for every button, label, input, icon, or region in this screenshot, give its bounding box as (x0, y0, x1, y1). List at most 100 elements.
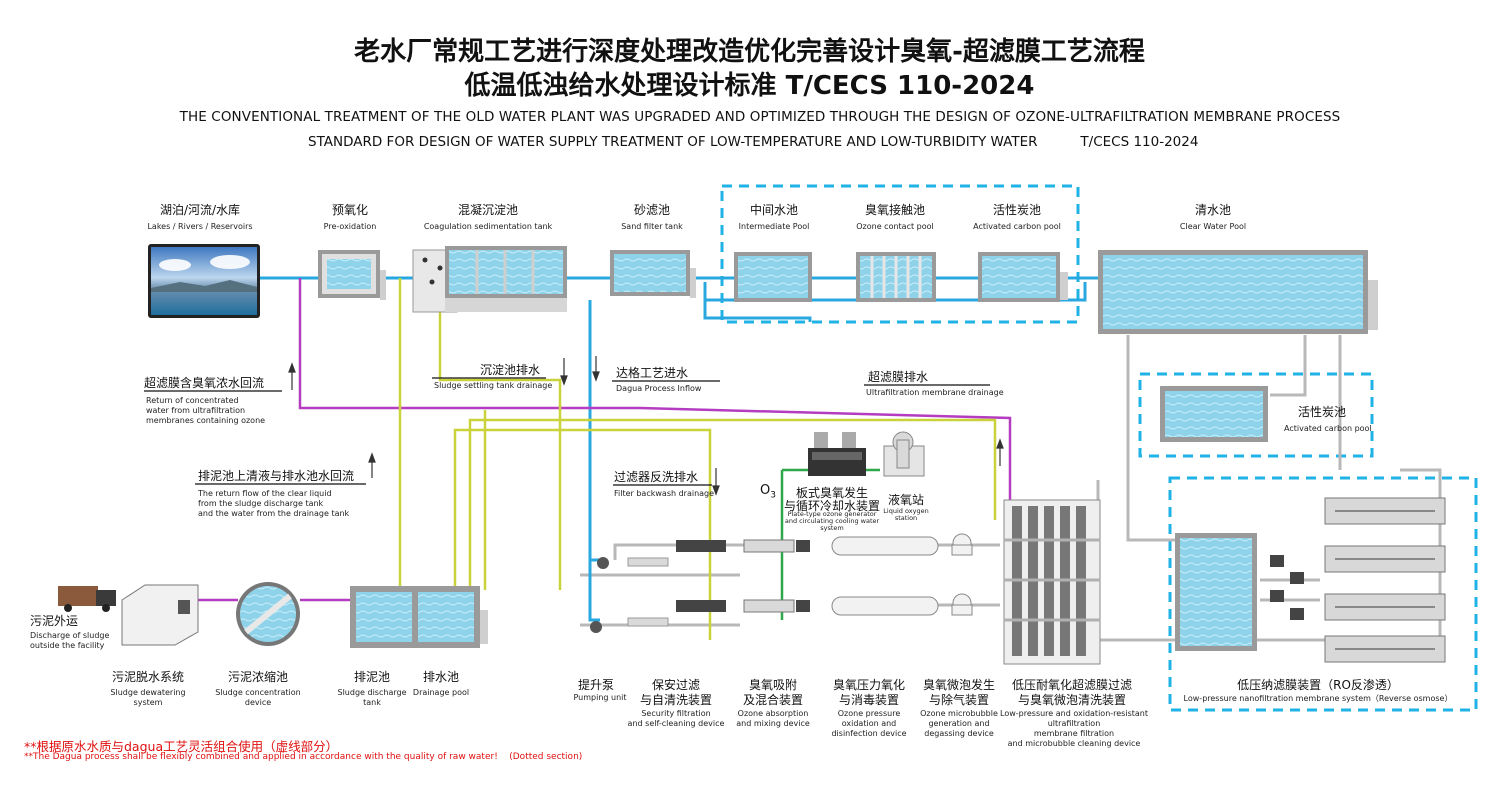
flow-uf-return-en-3: membranes containing ozone (146, 416, 266, 425)
coagulation-tank (412, 246, 567, 313)
flow-settle-drain-en: Sludge settling tank drainage (434, 381, 553, 390)
bottom-label-4-zh: 排水池 (422, 670, 460, 684)
flow-clear-return-en-1: The return flow of the clear liquid (198, 489, 332, 498)
flow-dagua-inflow-en: Dagua Process Inflow (616, 384, 702, 393)
flow-uf-drain-en: Ultrafiltration membrane drainage (866, 388, 1004, 397)
bottom-label-8-en-2: oxidation and (841, 719, 897, 728)
side-carbon-en: Activated carbon pool (1284, 424, 1372, 433)
label-coag-zh: 混凝沉淀池 (457, 203, 519, 217)
title-en-1: THE CONVENTIONAL TREATMENT OF THE OLD WA… (179, 109, 1341, 125)
flow-dagua-inflow-zh: 达格工艺进水 (616, 366, 689, 380)
label-preox-en: Pre-oxidation (323, 222, 377, 231)
bottom-label-6-zh: 保安过滤 与自清洗装置 (639, 678, 713, 707)
bottom-label-0-zh: 污泥外运 (30, 614, 79, 628)
bottom-label-9-zh: 臭氧微泡发生 与除气装置 (922, 678, 996, 707)
label-carbon-zh: 活性炭池 (992, 203, 1042, 217)
bottom-label-10-zh: 低压耐氧化超滤膜过滤 与臭氧微泡清洗装置 (1011, 678, 1133, 707)
label-coag-en: Coagulation sedimentation tank (423, 222, 553, 231)
ozone-gen-en-3: system (820, 524, 844, 532)
flow-clear-return-zh: 排泥池上清液与排水池水回流 (198, 469, 355, 483)
bottom-label-2-en-2: device (244, 698, 272, 707)
label-intermediate-en: Intermediate Pool (738, 222, 810, 231)
label-sand-en: Sand filter tank (621, 222, 683, 231)
bottom-label-10-en-1: Low-pressure and oxidation-resistant (1000, 709, 1148, 718)
ozone-gen-en-2: and circulating cooling water (784, 517, 880, 525)
flow-settle-drain-zh: 沉淀池排水 (480, 363, 541, 377)
title-en-2: STANDARD FOR DESIGN OF WATER SUPPLY TREA… (308, 134, 1199, 150)
bottom-label-5-en-1: Pumping unit (573, 693, 627, 702)
note-en: **The Dagua process shall be flexibly co… (24, 752, 583, 762)
bottom-label-8-zh: 臭氧压力氧化 与消毒装置 (832, 678, 906, 707)
bottom-label-1-en-2: system (133, 698, 163, 707)
pre-oxidation-tank (318, 250, 386, 300)
activated-carbon-pool-side (1160, 386, 1268, 442)
bottom-label-0-en-1: Discharge of sludge (30, 631, 110, 640)
bottom-label-9-en-3: degassing device (924, 729, 994, 738)
dashed-box-top (720, 184, 1080, 324)
label-ozone-contact-zh: 臭氧接触池 (864, 203, 926, 217)
bottom-label-9-en-1: Ozone microbubble (920, 709, 998, 718)
bottom-label-8-en-3: disinfection device (831, 729, 907, 738)
label-underlines (144, 377, 990, 486)
bottom-label-11-en-1: Low-pressure nanofiltration membrane sys… (1183, 694, 1453, 703)
label-intermediate-zh: 中间水池 (749, 203, 799, 217)
label-clear-zh: 清水池 (1194, 203, 1232, 217)
liquid-o2-zh: 液氧站 (887, 493, 925, 507)
bottom-label-4-en-1: Drainage pool (412, 688, 470, 697)
lake-image (148, 244, 260, 318)
side-carbon-zh: 活性炭池 (1298, 405, 1347, 419)
equipment-line-1 (597, 533, 973, 569)
flow-uf-return-en-1: Return of concentrated (146, 396, 239, 405)
equipment-line-2 (590, 593, 973, 633)
ozone-gen-zh-2: 与循环冷却水装置 (783, 499, 881, 513)
sludge-dewatering-unit (121, 584, 199, 646)
o3-label: O3 (760, 483, 776, 501)
nanofiltration-system (1175, 497, 1446, 663)
bottom-label-11-zh: 低压纳滤膜装置（RO反渗透） (1237, 678, 1399, 692)
bottom-label-2-en-1: Sludge concentration (215, 688, 301, 697)
note-cn: **根据原水水质与dagua工艺灵活组合使用（虚线部分） (24, 739, 339, 754)
water-flow-lines (258, 276, 1100, 622)
bottom-label-1-en-1: Sludge dewatering (110, 688, 186, 697)
ozone-gen-zh-1: 板式臭氧发生 (795, 486, 869, 500)
flow-uf-drain-zh: 超滤膜排水 (868, 370, 929, 384)
label-ozone-contact-en: Ozone contact pool (856, 222, 934, 231)
ozone-return-line (196, 278, 1012, 640)
flow-backwash-en: Filter backwash drainage (614, 489, 715, 498)
bottom-label-10-en-4: and microbubble cleaning device (1007, 739, 1141, 748)
ozone-generator (808, 432, 866, 476)
dashed-box-carbon (1138, 372, 1374, 458)
intermediate-pool (734, 252, 812, 302)
bottom-label-10-en-2: ultrafiltration (1047, 719, 1101, 728)
bottom-label-2-zh: 污泥浓缩池 (227, 670, 289, 684)
title-cn-1: 老水厂常规工艺进行深度处理改造优化完善设计臭氧-超滤膜工艺流程 (354, 37, 1145, 67)
drainage-lines (398, 278, 997, 640)
bottom-label-6-en-1: Security filtration (641, 709, 711, 718)
label-preox-zh: 预氧化 (331, 203, 369, 217)
bottom-label-7-zh: 臭氧吸附 及混合装置 (742, 678, 804, 707)
sludge-truck (58, 586, 116, 612)
flow-uf-return-zh: 超滤膜含臭氧浓水回流 (144, 376, 265, 390)
dashed-box-ro (1168, 476, 1478, 712)
bottom-label-3-en-2: tank (363, 698, 381, 707)
sand-filter-tank (610, 250, 696, 298)
bottom-label-6-en-2: and self-cleaning device (627, 719, 725, 728)
flow-uf-return-en-2: water from ultrafiltration (146, 406, 246, 415)
bottom-label-10-en-3: membrane filtration (1033, 729, 1115, 738)
flow-clear-return-en-2: from the sludge discharge tank (198, 499, 324, 508)
bottom-label-9-en-2: generation and (928, 719, 990, 728)
bottom-label-3-en-1: Sludge discharge (337, 688, 407, 697)
label-lakes-zh: 湖泊/河流/水库 (159, 203, 241, 217)
bottom-label-8-en-1: Ozone pressure (837, 709, 901, 718)
sludge-concentrator (236, 582, 300, 646)
bottom-label-1-zh: 污泥脱水系统 (111, 670, 185, 684)
clear-water-pool (1098, 250, 1378, 334)
label-lakes-en: Lakes / Rivers / Reservoirs (147, 222, 253, 231)
uf-membrane-racks (1003, 499, 1101, 665)
ozone-gen-en-1: Plate-type ozone generator (787, 510, 877, 518)
liquid-o2-en-2: station (894, 514, 918, 522)
bottom-label-7-en-2: and mixing device (736, 719, 810, 728)
label-carbon-en: Activated carbon pool (973, 222, 1061, 231)
bottom-label-7-en-1: Ozone absorption (737, 709, 809, 718)
